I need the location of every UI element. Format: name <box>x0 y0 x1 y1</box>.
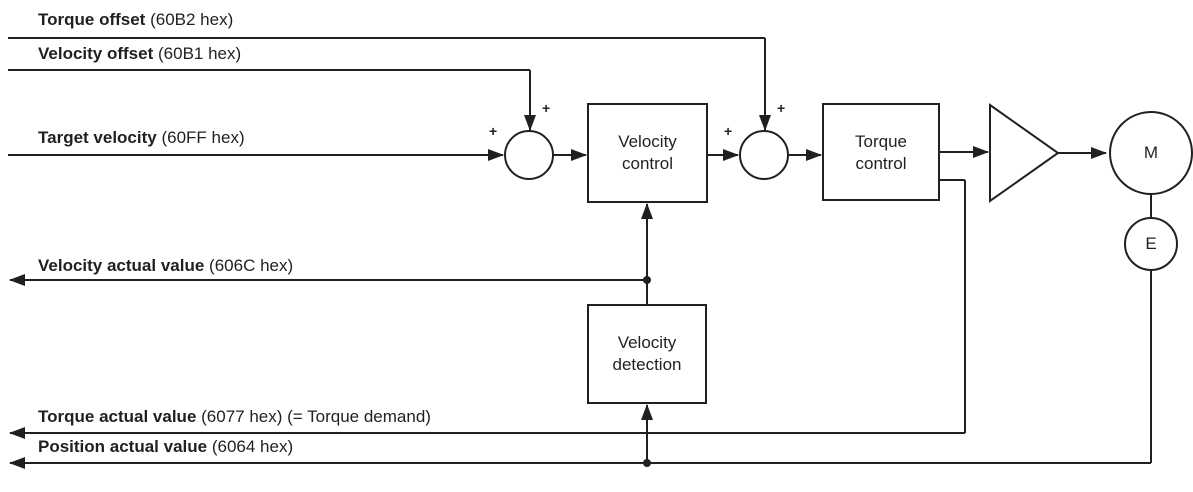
junction-dot-position <box>643 459 651 467</box>
velocity-offset-label: Velocity offset (60B1 hex) <box>38 44 242 63</box>
summing-junction-2 <box>739 130 789 180</box>
position-actual-label: Position actual value (6064 hex) <box>38 437 294 456</box>
plus-sign-torque-offset: + <box>777 100 786 116</box>
encoder-label: E <box>1145 234 1157 253</box>
velocity-actual-label: Velocity actual value (606C hex) <box>38 256 294 275</box>
motor-label: M <box>1143 143 1159 162</box>
plus-sign-target: + <box>489 123 498 139</box>
plus-sign-velocity-offset: + <box>542 100 551 116</box>
target-velocity-label: Target velocity (60FF hex) <box>38 128 245 147</box>
torque-actual-label: Torque actual value (6077 hex) (= Torque… <box>38 407 431 426</box>
summing-junction-1 <box>504 130 554 180</box>
junction-dot-velocity <box>643 276 651 284</box>
torque-offset-label: Torque offset (60B2 hex) <box>38 10 234 29</box>
amplifier-triangle <box>989 103 1060 203</box>
velocity-control-box <box>587 103 708 203</box>
plus-sign-velocity-control: + <box>724 123 733 139</box>
